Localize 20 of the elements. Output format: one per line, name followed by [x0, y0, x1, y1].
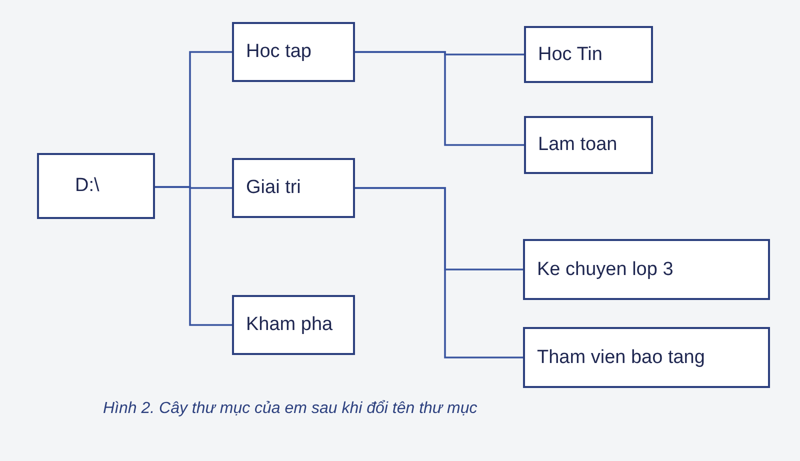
folder-box — [523, 327, 770, 388]
folder-box — [232, 22, 355, 82]
folder-box — [524, 26, 653, 83]
folder-name: Hoc tap — [246, 41, 312, 63]
folder-name: Giai tri — [246, 177, 301, 199]
connector-line — [355, 187, 523, 358]
connector-line — [355, 51, 524, 146]
folder-name: Hoc Tin — [538, 44, 602, 66]
folder-name: D:\ — [75, 175, 100, 197]
folder-box — [232, 295, 355, 355]
folder-box — [232, 158, 355, 218]
folder-box — [524, 116, 653, 174]
folder-box — [37, 153, 155, 219]
folder-name: Ke chuyen lop 3 — [537, 258, 674, 280]
folder-name: Tham vien bao tang — [537, 346, 705, 368]
folder-name: Lam toan — [538, 134, 618, 156]
figure-caption: Hình 2. Cây thư mục của em sau khi đổi tên thư mục — [103, 400, 478, 418]
folder-name: Kham pha — [246, 314, 333, 336]
folder-box — [523, 239, 770, 300]
connector-line — [155, 186, 232, 326]
